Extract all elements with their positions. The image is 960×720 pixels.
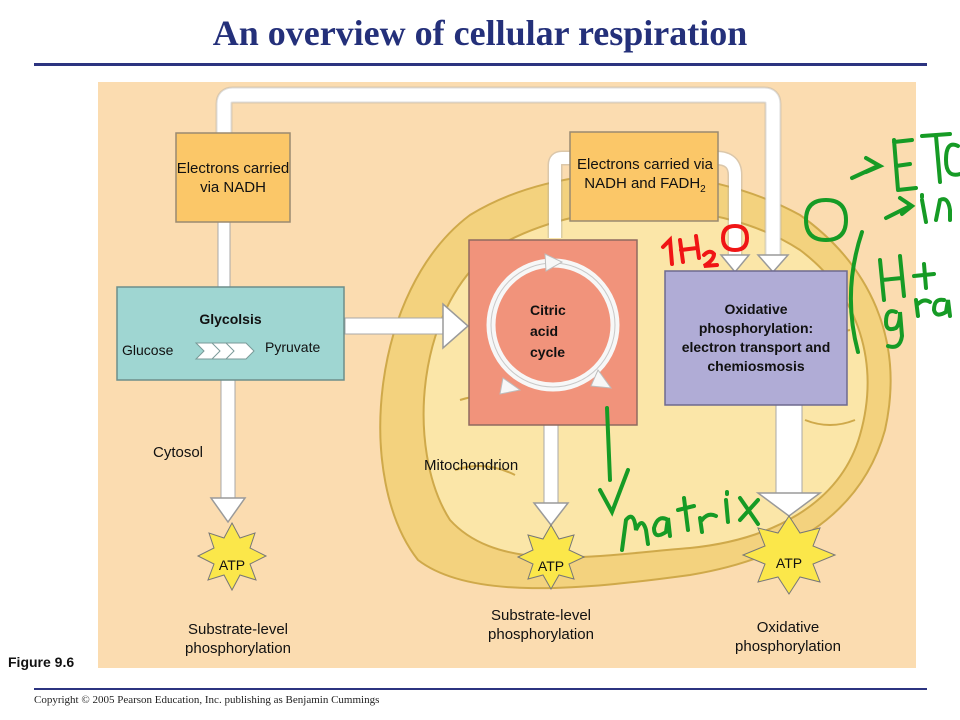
glycolysis-chevrons <box>194 342 255 360</box>
pyruvate-label: Pyruvate <box>265 339 321 355</box>
green-annotation-strokes <box>598 132 960 552</box>
atp-label-2: ATP <box>537 558 565 574</box>
footer-rule <box>34 688 927 690</box>
nadh-fadh-box <box>569 131 719 222</box>
oxidative-box <box>664 270 848 406</box>
glycolysis-box <box>116 286 345 381</box>
substrate-caption-2: Substrate-level phosphorylation <box>488 607 594 643</box>
cycle-arrowhead-right <box>590 368 613 389</box>
glycolysis-down-arrow <box>220 379 236 501</box>
copyright: Copyright © 2005 Pearson Education, Inc.… <box>34 694 380 706</box>
glucose-label: Glucose <box>122 342 174 358</box>
glycolysis-to-citric-arrow <box>344 317 446 335</box>
atp-star-1 <box>196 521 268 592</box>
cytosol-label: Cytosol <box>153 444 204 461</box>
glycolysis-label: Glycolsis <box>199 311 262 327</box>
atp-label-3: ATP <box>775 555 803 571</box>
red-annotation-strokes <box>661 224 750 268</box>
atp-star-3 <box>741 515 837 595</box>
cycle-arrowhead-top <box>544 253 564 272</box>
atp-label-1: ATP <box>218 557 246 573</box>
oxidative-down-arrow <box>775 404 803 496</box>
nadh-fadh-text: Electrons carried via NADH and FADH <box>577 156 713 192</box>
nadh-top-arrowhead <box>756 254 790 274</box>
nadh-box-label: Electrons carried via NADH <box>176 159 290 196</box>
citric-cycle-label: Citric acid cycle <box>530 302 566 360</box>
page-title: An overview of cellular respiration <box>212 13 748 53</box>
substrate-caption-1: Substrate-level phosphorylation <box>185 621 291 657</box>
citric-box <box>468 239 638 426</box>
nadh-box <box>175 132 291 223</box>
citric-down-arrow <box>543 424 559 506</box>
fadh-subscript: 2 <box>700 184 706 195</box>
fadh-arrowhead <box>719 254 751 274</box>
figure-label: Figure 9.6 <box>8 654 75 670</box>
title-rule <box>34 63 927 66</box>
cycle-arrowhead-left <box>499 377 522 395</box>
oxidative-caption: Oxidative phosphorylation <box>735 619 841 655</box>
atp-star-2 <box>516 523 586 591</box>
oxidative-box-label: Oxidative phosphorylation: electron tran… <box>681 301 831 374</box>
nadh-fadh-box-label: Electrons carried via NADH and FADH2 <box>572 134 718 220</box>
mitochondrion-label: Mitochondrion <box>424 457 519 474</box>
